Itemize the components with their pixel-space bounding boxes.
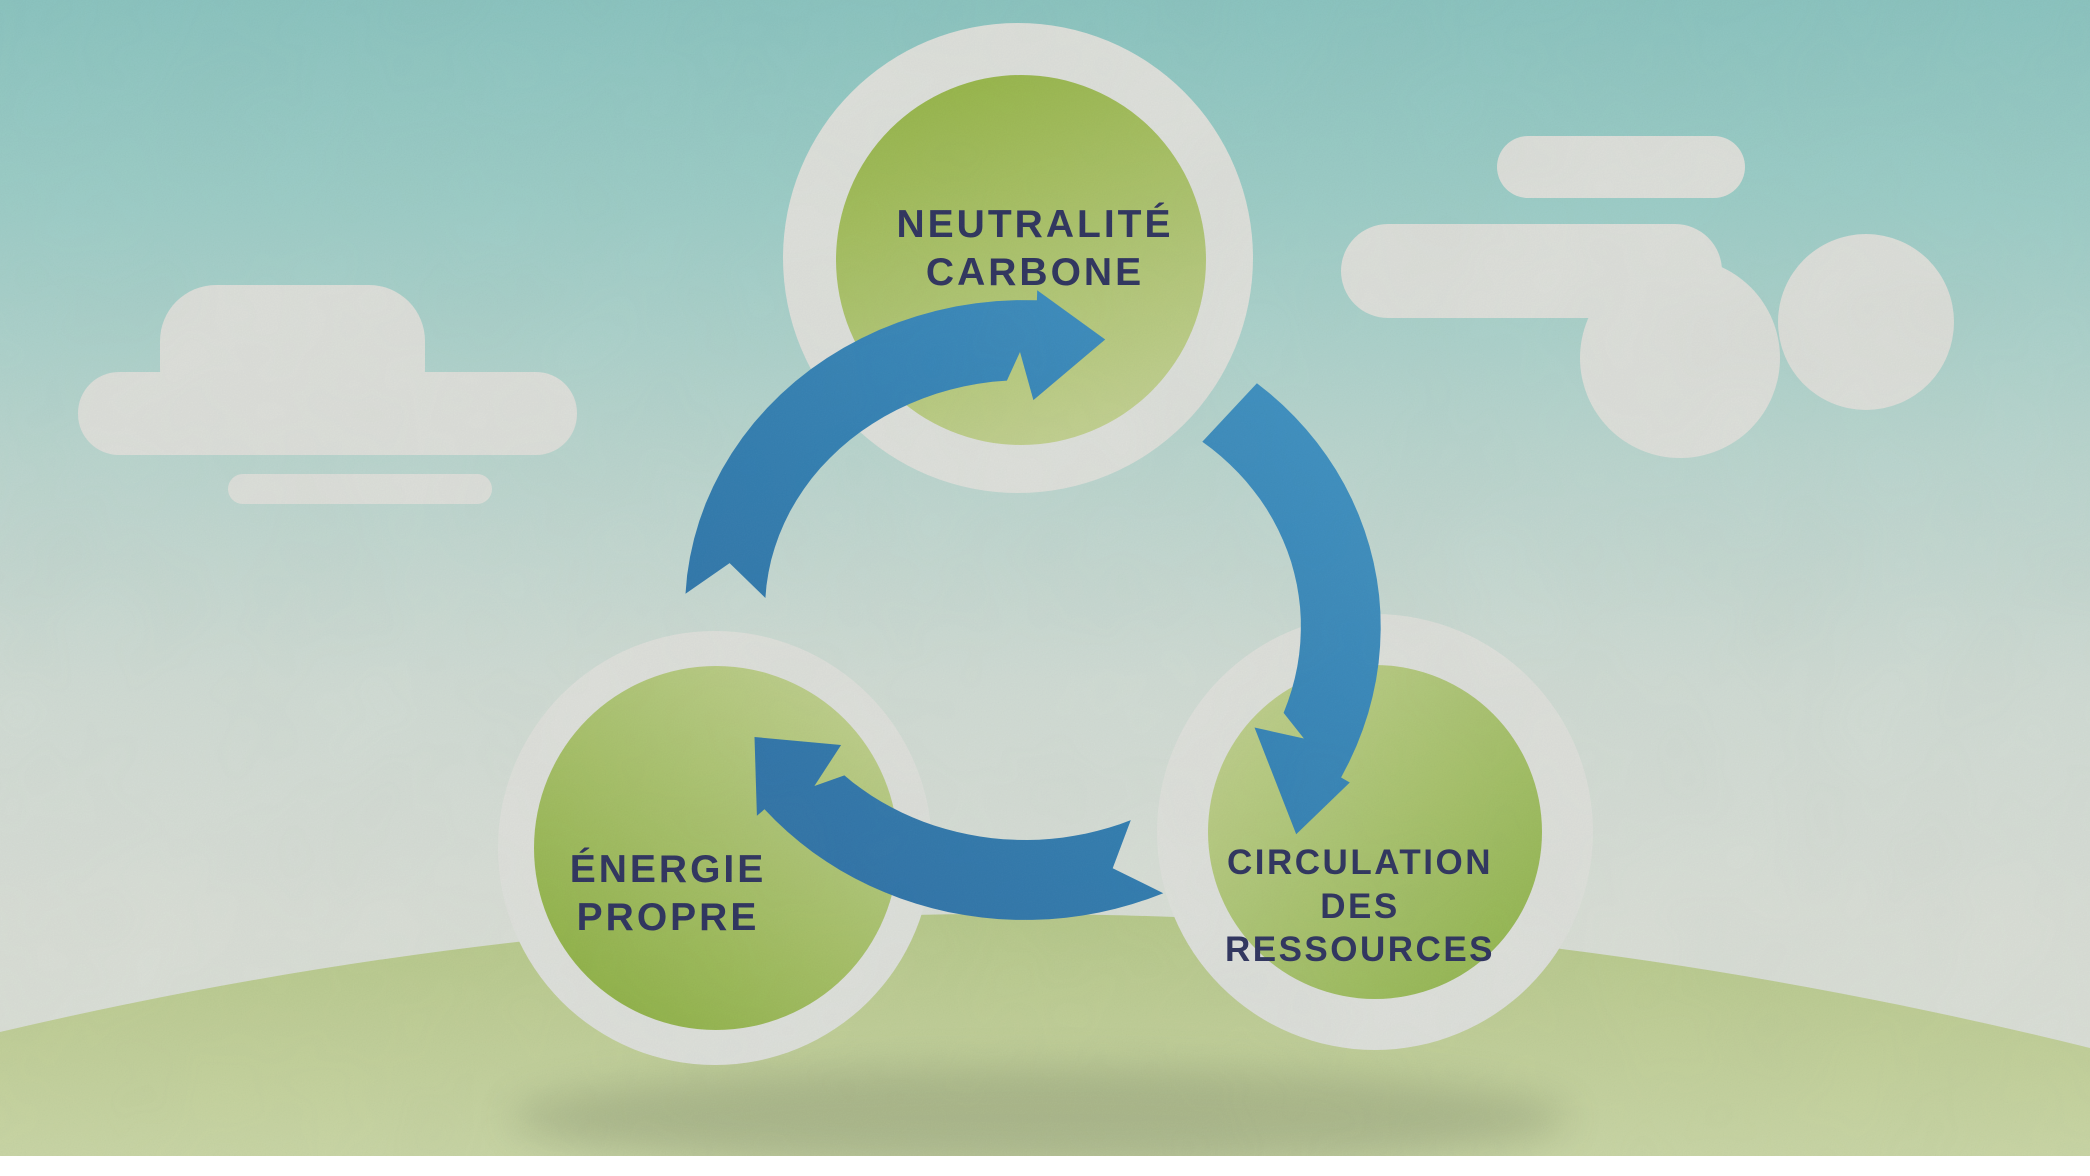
- bottom-page-strip: [0, 1156, 2090, 1176]
